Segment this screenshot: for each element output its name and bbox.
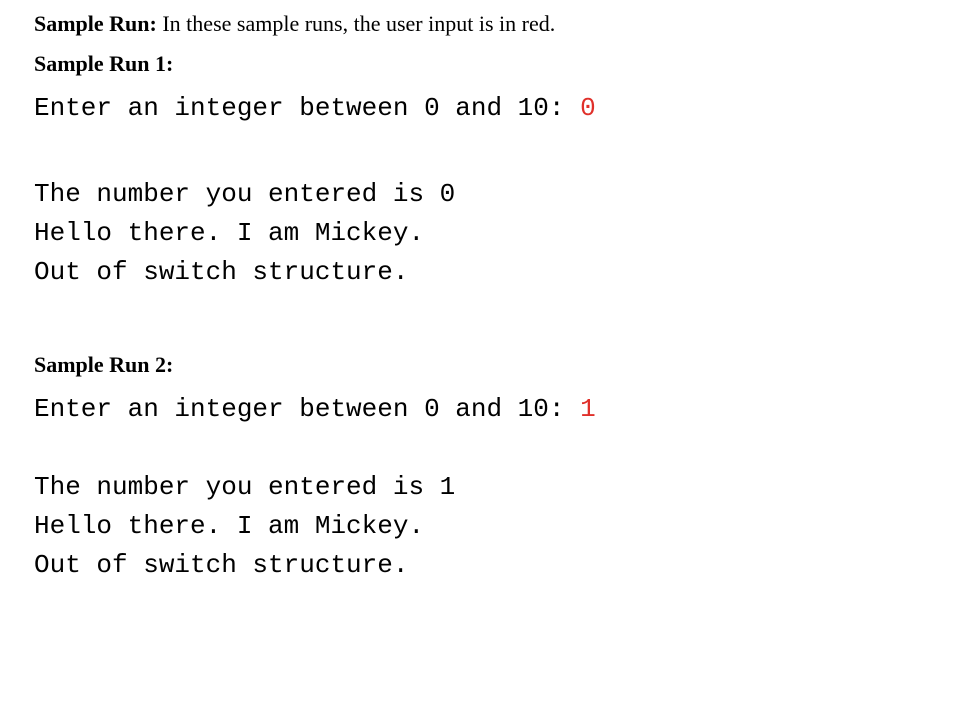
run-2-prompt: Enter an integer between 0 and 10: — [34, 394, 581, 424]
run-2-output-line: The number you entered is 1 — [34, 472, 456, 502]
run-2-prompt-line: Enter an integer between 0 and 10: 1 — [34, 394, 596, 424]
run-2-heading: Sample Run 2: — [34, 352, 174, 377]
run-1-heading: Sample Run 1: — [34, 51, 174, 76]
run-1-output-line: The number you entered is 0 — [34, 179, 456, 209]
run-1-output-line: Out of switch structure. — [34, 257, 409, 287]
run-1-prompt-line: Enter an integer between 0 and 10: 0 — [34, 93, 596, 123]
run-2-user-input: 1 — [580, 394, 596, 424]
run-2-output-line: Hello there. I am Mickey. — [34, 511, 425, 541]
intro-text: In these sample runs, the user input is … — [156, 11, 556, 36]
run-1-user-input: 0 — [580, 93, 596, 123]
intro-line: Sample Run: In these sample runs, the us… — [34, 11, 555, 37]
run-1-output-line: Hello there. I am Mickey. — [34, 218, 425, 248]
intro-label: Sample Run: — [34, 11, 157, 36]
run-1-prompt: Enter an integer between 0 and 10: — [34, 93, 581, 123]
run-2-output-line: Out of switch structure. — [34, 550, 409, 580]
